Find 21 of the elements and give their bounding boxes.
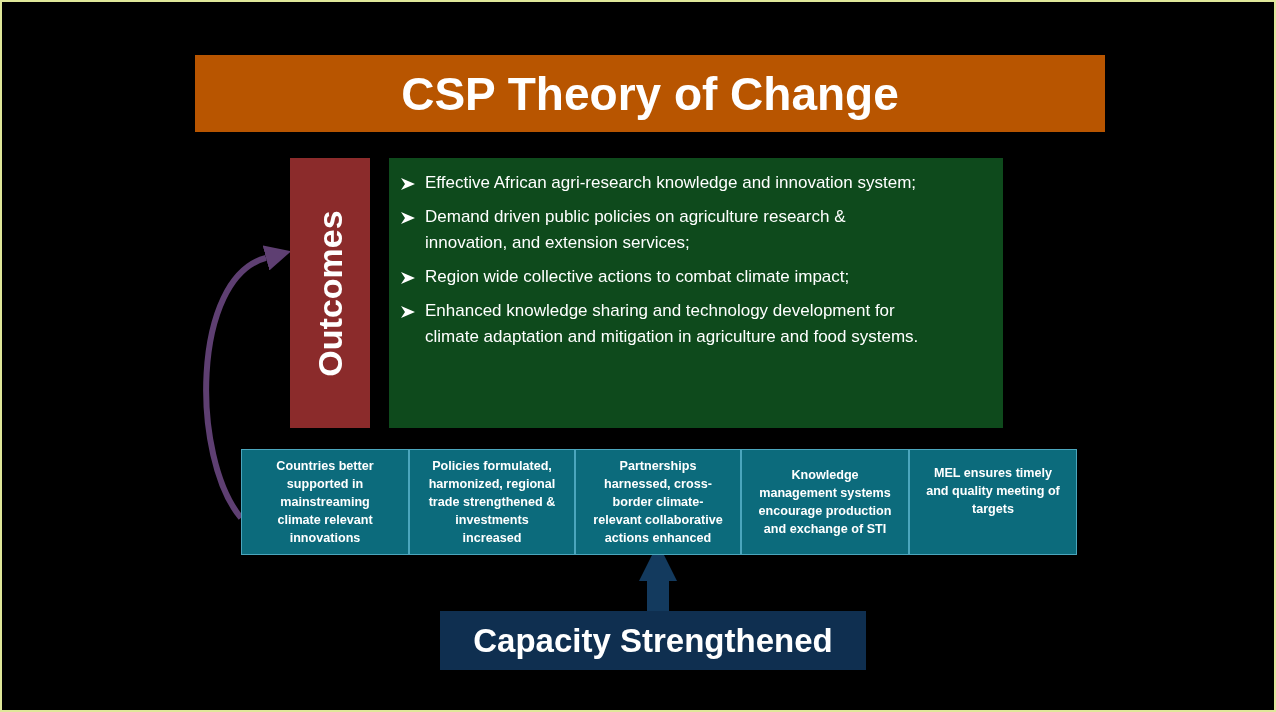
capacity-box [440, 611, 866, 670]
cell-text: Knowledge management systems encourage production and exchange of STI [758, 467, 892, 538]
bullet-item: Region wide collective actions to combat climate impact; [425, 266, 850, 288]
cell-text: Countries better supported in mainstreaming climate relevant innovations [275, 458, 375, 547]
vertical-heading: Outcomes [310, 209, 350, 377]
outcomes-bar [290, 158, 370, 428]
output-cell [409, 449, 575, 555]
cell-text: Partnerships harnessed, cross-border climate-relevant collaborative actions enhanced [592, 458, 724, 547]
output-cell [241, 449, 409, 555]
cell-text: MEL ensures timely and quality meeting of targets [926, 465, 1060, 518]
output-cell [575, 449, 741, 555]
cell-text: Policies formulated, harmonized, regional trade strengthened & investments increased [427, 458, 557, 547]
bullet-item: Effective African agri-research knowledge and innovation system; [425, 172, 917, 194]
bullet-item: Demand driven public policies on agriculture research & innovation, and extension services; [425, 206, 847, 254]
output-cell [909, 449, 1077, 555]
arrow [203, 246, 290, 520]
box-heading: Capacity Strengthened [473, 621, 833, 660]
title: CSP Theory of Change [401, 66, 899, 121]
bullet-item: Enhanced knowledge sharing and technology development for climate adaptation and mitigation in agriculture and food systems. [425, 300, 920, 348]
outcomes-panel [389, 158, 1003, 428]
output-cell [741, 449, 909, 555]
